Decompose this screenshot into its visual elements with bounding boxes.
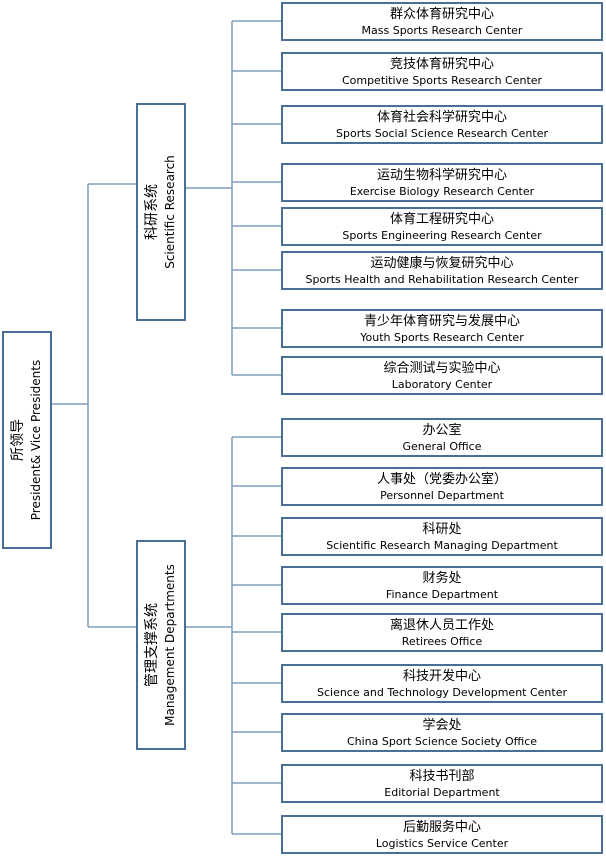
unit-box: 科研处 Scientific Research Managing Departm… — [281, 517, 603, 556]
unit-label-en: Retirees Office — [401, 634, 483, 648]
unit-label-en: Science and Technology Development Cente… — [316, 685, 567, 699]
unit-label-cn: 科技书刊部 — [409, 768, 475, 784]
branch-box-management-departments: 管理支撑系统 Management Departments — [136, 540, 186, 750]
unit-box: 离退休人员工作处 Retirees Office — [281, 613, 603, 652]
unit-label-cn: 体育社会科学研究中心 — [376, 109, 507, 125]
branch-label-en: Management Departments — [163, 564, 177, 726]
unit-box: 财务处 Finance Department — [281, 566, 603, 605]
unit-label-cn: 学会处 — [422, 717, 462, 733]
unit-label-en: Scientific Research Managing Department — [326, 538, 558, 552]
unit-label-cn: 青少年体育研究与发展中心 — [363, 313, 520, 329]
unit-label-en: China Sport Science Society Office — [346, 734, 538, 748]
root-box: 所领导 President& Vice Presidents — [2, 331, 52, 549]
unit-label-en: Sports Health and Rehabilitation Researc… — [305, 272, 579, 286]
unit-box: 人事处（党委办公室） Personnel Department — [281, 467, 603, 506]
unit-label-cn: 离退休人员工作处 — [389, 617, 494, 633]
unit-label-en: Youth Sports Research Center — [360, 330, 524, 344]
unit-label-cn: 运动生物科学研究中心 — [376, 167, 507, 183]
branch-box-scientific-research: 科研系统 Scientific Research — [136, 103, 186, 321]
unit-box: 学会处 China Sport Science Society Office — [281, 713, 603, 752]
unit-box: 竞技体育研究中心 Competitive Sports Research Cen… — [281, 52, 603, 91]
unit-label-en: Exercise Biology Research Center — [349, 184, 535, 198]
branch-label-cn: 管理支撑系统 — [144, 603, 160, 687]
unit-box: 综合测试与实验中心 Laboratory Center — [281, 356, 603, 395]
unit-label-cn: 财务处 — [422, 570, 462, 586]
unit-label-cn: 人事处（党委办公室） — [376, 471, 507, 487]
unit-label-cn: 群众体育研究中心 — [389, 6, 494, 22]
unit-box: 群众体育研究中心 Mass Sports Research Center — [281, 2, 603, 41]
unit-label-en: Laboratory Center — [391, 377, 493, 391]
unit-label-cn: 竞技体育研究中心 — [389, 56, 494, 72]
unit-box: 后勤服务中心 Logistics Service Center — [281, 815, 603, 854]
unit-label-cn: 科技开发中心 — [402, 668, 481, 684]
unit-box: 青少年体育研究与发展中心 Youth Sports Research Cente… — [281, 309, 603, 348]
unit-label-en: Sports Engineering Research Center — [342, 228, 542, 242]
root-label-cn: 所领导 — [10, 419, 26, 461]
unit-label-en: Mass Sports Research Center — [361, 23, 523, 37]
unit-box: 运动健康与恢复研究中心 Sports Health and Rehabilita… — [281, 251, 603, 290]
unit-label-en: Editorial Department — [384, 785, 500, 799]
unit-label-cn: 后勤服务中心 — [402, 819, 481, 835]
branch-label-cn: 科研系统 — [144, 184, 160, 240]
unit-box: 科技开发中心 Science and Technology Developmen… — [281, 664, 603, 703]
unit-label-cn: 体育工程研究中心 — [389, 211, 494, 227]
unit-box: 体育工程研究中心 Sports Engineering Research Cen… — [281, 207, 603, 246]
unit-label-cn: 运动健康与恢复研究中心 — [370, 255, 514, 271]
unit-label-cn: 综合测试与实验中心 — [383, 360, 501, 376]
branch-label-en: Scientific Research — [163, 155, 177, 269]
unit-label-en: Finance Department — [385, 587, 499, 601]
unit-label-cn: 办公室 — [422, 422, 462, 438]
unit-box: 办公室 General Office — [281, 418, 603, 457]
unit-label-en: Competitive Sports Research Center — [341, 73, 543, 87]
root-label-en: President& Vice Presidents — [29, 359, 43, 521]
unit-box: 科技书刊部 Editorial Department — [281, 764, 603, 803]
unit-label-en: Sports Social Science Research Center — [336, 126, 548, 140]
unit-label-en: General Office — [402, 439, 482, 453]
unit-label-en: Logistics Service Center — [375, 836, 509, 850]
unit-box: 体育社会科学研究中心 Sports Social Science Researc… — [281, 105, 603, 144]
unit-label-cn: 科研处 — [422, 521, 462, 537]
unit-label-en: Personnel Department — [380, 488, 504, 502]
unit-box: 运动生物科学研究中心 Exercise Biology Research Cen… — [281, 163, 603, 202]
